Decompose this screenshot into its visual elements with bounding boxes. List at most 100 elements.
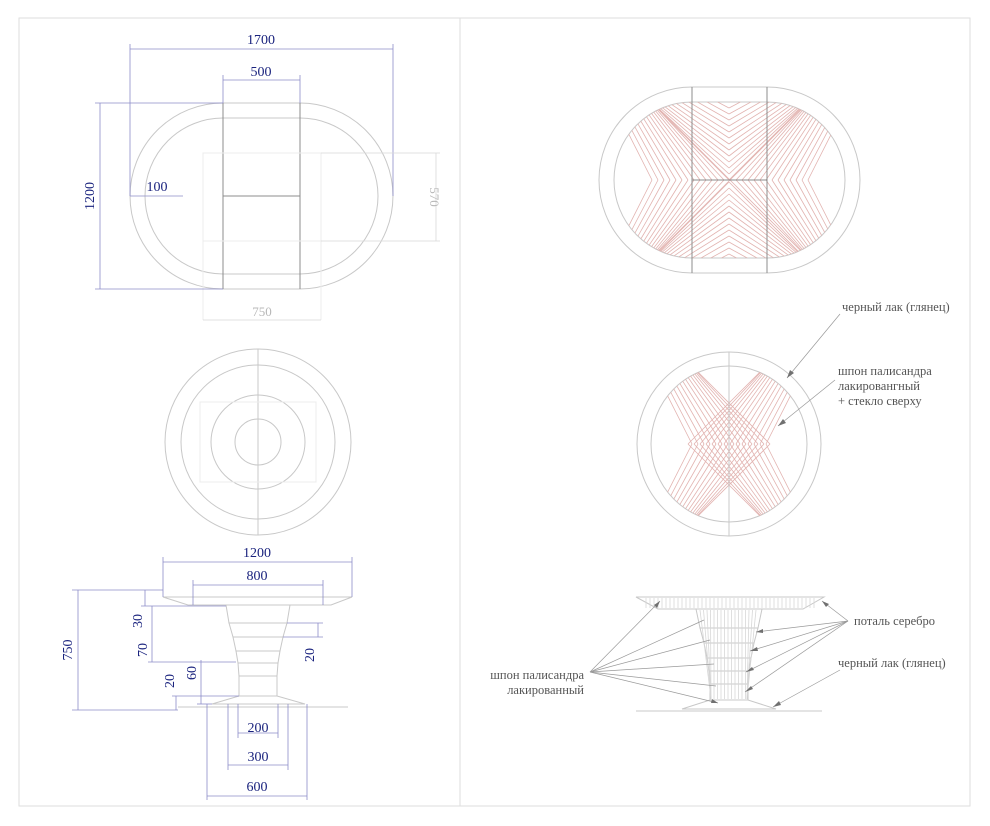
dim-1700: 1700: [247, 33, 275, 48]
pattern-line: [728, 193, 822, 258]
pattern-line: [689, 366, 771, 445]
pattern-line: [699, 443, 781, 522]
pattern-line: [659, 366, 741, 445]
pattern-line: [759, 179, 841, 258]
pattern-line: [653, 443, 735, 522]
pattern-line: [728, 181, 810, 258]
pattern-line: [683, 443, 765, 522]
pattern-line: [717, 366, 799, 445]
note-veneer-top-line2: лакировангный: [838, 379, 920, 393]
veneer-bottom-leaders: [589, 600, 719, 704]
oval-dimensions: 1700 500 1200 100 570 750: [83, 33, 442, 321]
pattern-line: [677, 366, 759, 445]
oval-veneer-plan: [598, 86, 861, 274]
pattern-line: [614, 179, 653, 258]
pattern-line: [653, 366, 735, 445]
pattern-line: [728, 102, 810, 181]
pattern-line: [728, 102, 845, 121]
pattern-line: [765, 366, 807, 445]
pattern-line: [746, 609, 753, 700]
side-elevation: [162, 596, 353, 708]
pattern-line: [728, 253, 845, 258]
pattern-line: [759, 443, 807, 522]
pattern-line: [729, 179, 811, 258]
pattern-line: [614, 217, 730, 258]
pattern-line: [728, 211, 840, 258]
pattern-line: [614, 102, 665, 181]
pattern-line: [614, 102, 730, 139]
pattern-line: [651, 366, 693, 445]
pattern-line: [759, 366, 807, 445]
pattern-line: [677, 443, 759, 522]
pattern-line: [711, 443, 793, 522]
dim-1200-vertical: 1200: [83, 182, 98, 210]
pattern-line: [614, 229, 730, 258]
pattern-line: [746, 609, 757, 700]
pattern-line: [614, 253, 730, 258]
pattern-line: [728, 205, 834, 258]
pattern-line: [614, 102, 730, 121]
pattern-line: [728, 217, 845, 258]
dim-20-left: 20: [163, 674, 178, 688]
pattern-line: [765, 443, 807, 522]
pattern-line: [636, 193, 730, 258]
pattern-line: [614, 179, 695, 258]
pattern-line: [651, 443, 717, 522]
note-black-lacquer-bottom: черный лак (глянец): [838, 656, 946, 670]
pattern-line: [651, 366, 705, 445]
pattern-line: [747, 179, 829, 258]
note-veneer-top-line1: шпон палисандра: [838, 364, 932, 378]
dim-570: 570: [427, 187, 442, 207]
dim-60: 60: [185, 666, 200, 680]
pattern-line: [699, 366, 781, 445]
pattern-line: [651, 443, 729, 522]
pattern-line: [705, 366, 787, 445]
note-veneer-bottom-line2: лакированный: [507, 683, 584, 697]
dim-300: 300: [248, 750, 269, 765]
pattern-line: [614, 247, 730, 258]
pattern-line: [643, 102, 725, 181]
pattern-line: [614, 102, 730, 133]
pattern-line: [729, 102, 811, 181]
pattern-line: [642, 187, 730, 258]
pattern-line: [614, 102, 689, 181]
pattern-line: [614, 102, 659, 181]
pattern-line: [614, 102, 653, 181]
pattern-line: [630, 199, 730, 258]
pattern-line: [687, 443, 769, 522]
pattern-line: [614, 235, 730, 258]
note-veneer-top-line3: + стекло сверху: [838, 394, 922, 408]
pattern-line: [671, 443, 753, 522]
pattern-line: [705, 443, 787, 522]
dim-600: 600: [247, 780, 268, 795]
round-table-plan: [164, 348, 352, 536]
dim-750-side: 750: [61, 640, 76, 661]
pattern-line: [741, 443, 807, 522]
dim-1200-side: 1200: [243, 546, 271, 561]
side-finish-elevation: [635, 596, 826, 712]
pattern-line: [728, 102, 828, 163]
black-lacquer-leader: [772, 669, 841, 708]
pattern-line: [614, 102, 730, 103]
pattern-line: [689, 443, 771, 522]
pattern-line: [624, 205, 730, 258]
pattern-line: [771, 102, 845, 181]
pattern-line: [710, 609, 712, 700]
pattern-line: [795, 102, 845, 181]
pattern-line: [729, 443, 807, 522]
dim-70: 70: [136, 643, 151, 657]
pattern-line: [651, 443, 693, 522]
silver-leaf-leaders: [744, 600, 849, 693]
pattern-line: [649, 179, 731, 258]
pattern-line: [753, 366, 807, 445]
pattern-line: [753, 443, 807, 522]
pattern-line: [728, 229, 845, 258]
pattern-line: [651, 366, 717, 445]
dim-200: 200: [248, 721, 269, 736]
pattern-line: [807, 102, 845, 181]
pattern-line: [619, 102, 701, 181]
pattern-line: [665, 366, 747, 445]
note-black-lacquer-top: черный лак (глянец): [842, 300, 950, 314]
pattern-line: [747, 102, 829, 181]
